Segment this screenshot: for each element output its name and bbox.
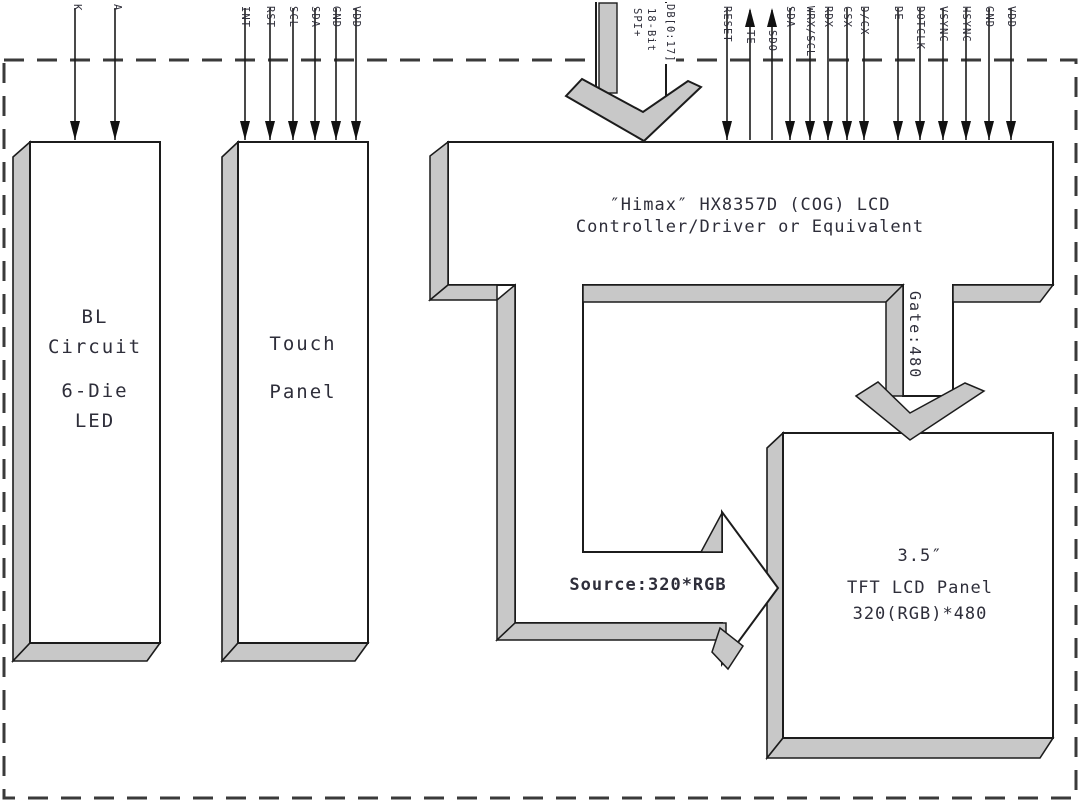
panel-text-size: 3.5″: [897, 546, 943, 566]
bl-circuit-block: [11, 140, 162, 664]
pin-label-reset: RESET: [721, 6, 733, 43]
touch-panel-block: [220, 140, 370, 664]
source-bus-label: Source:320*RGB: [569, 575, 727, 595]
panel-text-resolution: 320(RGB)*480: [852, 604, 988, 624]
pin-label-wrx-scl: WRX/SCL: [804, 6, 816, 58]
pin-label-sdo: SDO: [766, 30, 778, 52]
gate-bus-label: Gate:480: [906, 291, 924, 380]
pin-label-bl-a: A: [111, 4, 123, 12]
pin-label-hsync: HSYNC: [960, 6, 972, 43]
bl-block-text-3: 6-Die: [61, 380, 129, 402]
pin-label-sda: SDA: [784, 6, 796, 28]
bevel-source-channel-left-wall: [496, 283, 516, 642]
pin-label-gnd: GND: [983, 6, 995, 28]
gate-bus-chevron: [854, 381, 986, 441]
pin-arrowheads: [70, 8, 1016, 140]
controller-bevels: [427, 140, 1055, 671]
pin-label-dotclk: DOTCLK: [914, 6, 926, 50]
pin-label-rdx: RDX: [822, 6, 834, 28]
pin-label-dcx: D/CX: [858, 6, 870, 36]
db-bus-line2: 18-Bit: [645, 8, 657, 52]
pin-label-vsync: VSYNC: [937, 6, 949, 43]
db-bus-arrow: [564, 0, 703, 143]
bl-block-text-4: LED: [74, 410, 116, 432]
pin-label-vdd: VDD: [1005, 6, 1017, 28]
bevel-gate-left-wall: [885, 283, 904, 397]
module-boundary-dashed-border: [2, 58, 1078, 800]
bevel-source-arrow-upper-barb: [699, 512, 723, 553]
bl-block-text-1: BL: [81, 306, 109, 328]
pin-label-csx: CSX: [841, 6, 853, 28]
controller-title-line2: Controller/Driver or Equivalent: [575, 217, 925, 237]
tft-lcd-panel-block: [765, 431, 1055, 761]
pin-label-rst: RST: [264, 6, 276, 28]
bevel-source-arrow-lower-barb: [711, 626, 745, 671]
touch-block-text-1: Touch: [269, 333, 337, 355]
panel-text-name: TFT LCD Panel: [846, 578, 994, 598]
db-bus-label: SPI+ 18-Bit: [630, 8, 658, 52]
pin-label-bl-k: K: [71, 4, 83, 12]
touch-block-text-2: Panel: [269, 381, 337, 403]
pin-label-vdd-touch: VDD: [350, 6, 362, 28]
pin-label-de: DE: [892, 6, 904, 21]
pin-lines: [74, 8, 1012, 140]
db-bus-tag: DB[0:17]: [663, 3, 676, 64]
bevel-island-top: [582, 284, 905, 303]
bevel-source-channel-bottom-wall: [495, 622, 727, 641]
pin-label-scl: SCL: [287, 6, 299, 28]
pin-label-int: INT: [239, 6, 251, 28]
pin-label-sda-touch: SDA: [309, 6, 321, 28]
bevel-controller-bottom-right: [952, 284, 1055, 303]
bl-block-text-2: Circuit: [47, 336, 143, 358]
db-bus-line1: SPI+: [631, 8, 643, 38]
bevel-controller-left: [429, 140, 449, 302]
pin-label-te: TE: [744, 30, 756, 45]
controller-title-line1: ″Himax″ HX8357D (COG) LCD: [609, 195, 891, 215]
pin-label-gnd-touch: GND: [330, 6, 342, 28]
